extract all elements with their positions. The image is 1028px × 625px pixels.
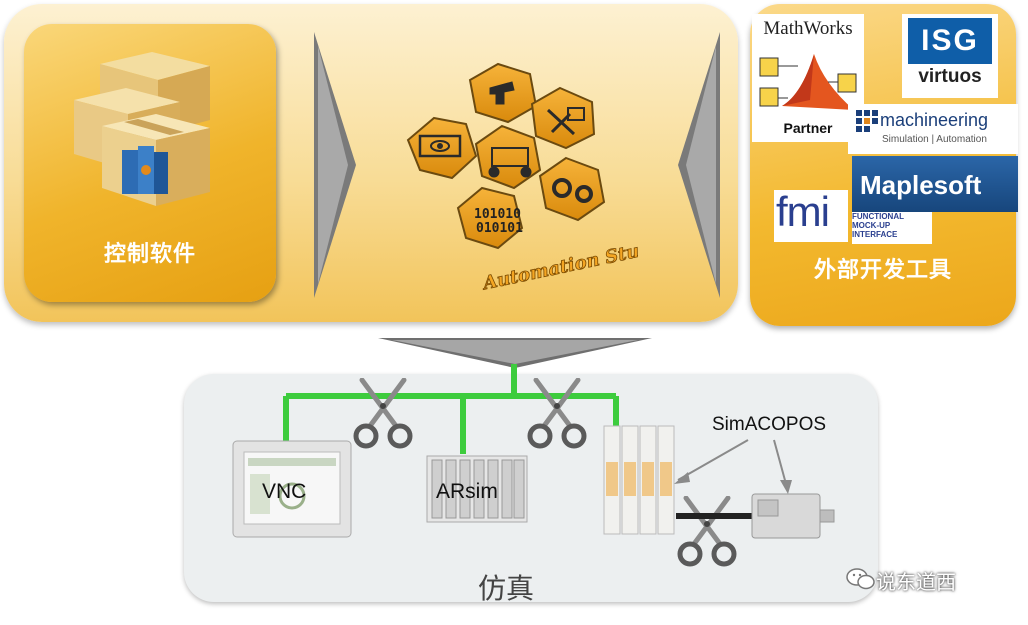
simulation-label: 仿真 [478, 572, 535, 605]
mathworks-title: MathWorks [763, 18, 853, 39]
automation-studio-logo: 101010 010101 Automation Studio [406, 62, 638, 294]
maplesoft-logo [852, 156, 1018, 212]
machineering-title: machineering [880, 110, 989, 130]
down-arrow-icon [378, 338, 652, 368]
chevron-left-icon [678, 32, 720, 298]
fmi-desc-line: MOCK-UP [852, 221, 891, 230]
drive-modules [603, 425, 675, 535]
fmi-desc-line: FUNCTIONAL [852, 212, 904, 221]
watermark-text: 说东道西 [876, 570, 956, 594]
machineering-icon [856, 110, 878, 132]
fmi-logo [774, 190, 848, 242]
isg-mark: ISG [908, 18, 992, 64]
fmi-desc-line: INTERFACE [852, 230, 898, 239]
plc-device [426, 455, 528, 523]
simacopos-label: SimACOPOS [712, 414, 827, 435]
package-boxes-icon [74, 52, 210, 206]
fmi-description: FUNCTIONAL MOCK-UP INTERFACE [852, 212, 932, 244]
svg-text:010101: 010101 [476, 221, 523, 236]
matlab-membrane-icon [759, 54, 857, 110]
callout-arrows [674, 439, 792, 494]
control-software-label: 控制软件 [103, 241, 196, 267]
network-connection [283, 364, 619, 454]
fmi-title: fmi [776, 188, 830, 235]
scissors-icon [677, 496, 737, 567]
external-tools-label: 外部开发工具 [813, 257, 952, 283]
wechat-icon [846, 568, 875, 590]
mathworks-partner-label: Partner [783, 120, 833, 136]
maplesoft-title: Maplesoft [860, 170, 982, 200]
arsim-label: ARsim [436, 480, 498, 503]
machineering-subtitle: Simulation | Automation [882, 134, 987, 145]
hmi-panel-device [232, 440, 352, 538]
motor-with-cable [676, 493, 835, 539]
vnc-label: VNC [262, 480, 307, 503]
scissors-icon [353, 378, 413, 449]
isg-virtuos-label: virtuos [918, 66, 982, 87]
chevron-right-icon [314, 32, 356, 298]
scissors-icon [527, 378, 587, 449]
code-text: 101010 [474, 207, 521, 222]
